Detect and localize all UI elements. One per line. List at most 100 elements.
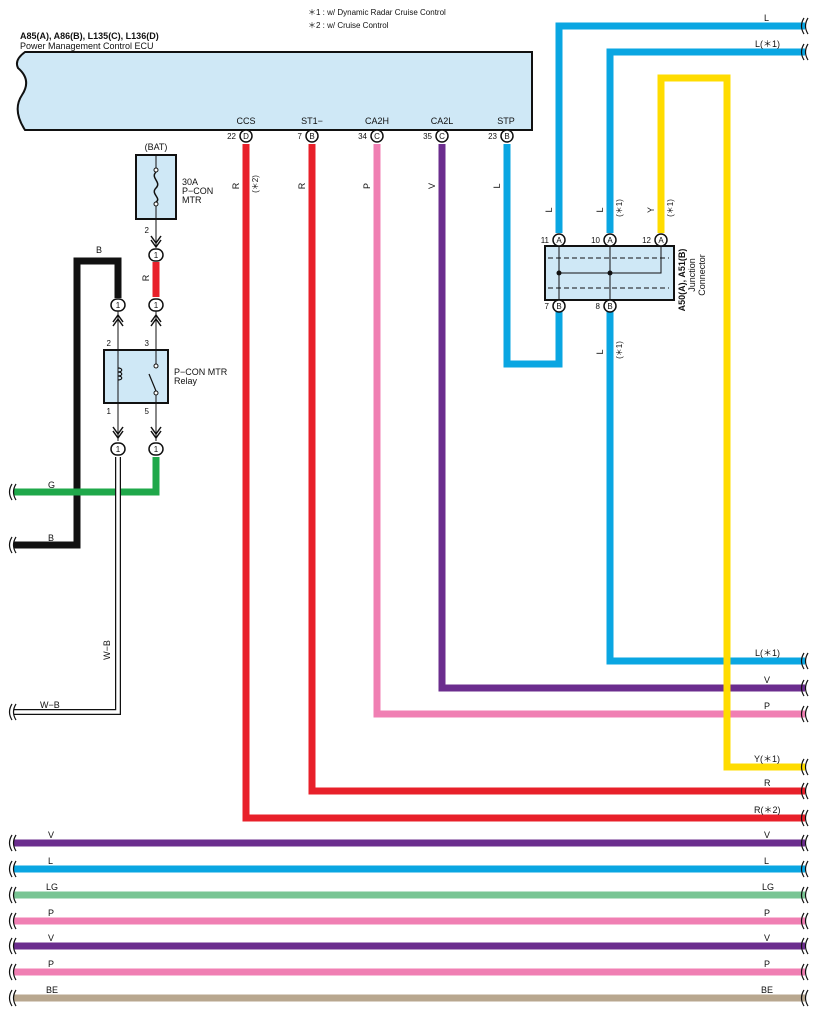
chevron-up-icon bbox=[150, 313, 162, 327]
wire-label-st1-color: R bbox=[297, 182, 307, 189]
bus-wire-group bbox=[14, 839, 805, 1002]
wire-label-green-left: G bbox=[48, 480, 55, 490]
ecu-pin-ca2l: 35 C bbox=[423, 129, 449, 143]
fuse-label-line1: 30A bbox=[182, 177, 198, 187]
inline-connector-relay-bottom-right: 1 bbox=[148, 442, 164, 456]
bus-label-left: BE bbox=[46, 985, 58, 995]
bus-label-left: LG bbox=[46, 882, 58, 892]
wire-ca2h-pink bbox=[373, 144, 805, 718]
junction-pin-8: 8 B bbox=[596, 299, 617, 313]
bus-label-left: V bbox=[48, 830, 54, 840]
wire-g-green bbox=[14, 457, 160, 496]
right-label-l1: L(＊1) bbox=[755, 648, 780, 658]
junction-pin-7: 7 B bbox=[545, 299, 566, 313]
wire-label-jc12-color: Y bbox=[646, 207, 656, 213]
wire-ccs-red bbox=[242, 144, 805, 822]
wire-label-jc8-color: L bbox=[595, 349, 605, 354]
bus-label-left: L bbox=[48, 856, 53, 866]
bus-label-right: BE bbox=[761, 985, 773, 995]
pin-number: 7 bbox=[545, 302, 550, 311]
bus-label-left: P bbox=[48, 959, 54, 969]
wire-b-black bbox=[14, 257, 122, 549]
wire-label-jc10-note: (＊1) bbox=[615, 199, 624, 217]
pin-number: 23 bbox=[488, 132, 497, 141]
pin-number: 12 bbox=[642, 236, 651, 245]
note-dynamic-radar: ＊1 : w/ Dynamic Radar Cruise Control bbox=[308, 8, 446, 17]
chevron-down-icon bbox=[112, 426, 124, 440]
wire-label-stp-color: L bbox=[492, 183, 502, 188]
bus-label-right: V bbox=[764, 830, 770, 840]
right-break-marks bbox=[800, 17, 809, 1007]
wire-l1-lower-blue bbox=[606, 312, 805, 665]
left-break-marks bbox=[8, 483, 17, 1007]
pin-connector-letter: A bbox=[556, 236, 562, 245]
ecu-pin-st1: 7 B bbox=[298, 129, 319, 143]
bus-label-right: V bbox=[764, 933, 770, 943]
wire-label-wb-vertical: W−B bbox=[102, 640, 112, 660]
svg-text:1: 1 bbox=[154, 445, 159, 454]
relay-label-line1: P−CON MTR bbox=[174, 367, 228, 377]
pin-connector-letter: B bbox=[309, 132, 314, 141]
fuse-icon bbox=[135, 154, 177, 220]
pin-number: 35 bbox=[423, 132, 432, 141]
relay-icon bbox=[103, 349, 169, 404]
pin-connector-letter: B bbox=[607, 302, 612, 311]
pin-connector-letter: A bbox=[658, 236, 664, 245]
note-cruise-control: ＊2 : w/ Cruise Control bbox=[308, 21, 389, 30]
wire-label-black-left: B bbox=[48, 533, 54, 543]
wire-label-ca2h-color: P bbox=[362, 183, 372, 189]
svg-text:1: 1 bbox=[154, 301, 159, 310]
wire-y1-yellow bbox=[657, 74, 805, 771]
fuse-source: (BAT) bbox=[145, 142, 168, 152]
junction-label-line1: Junction bbox=[687, 258, 697, 292]
fuse-pin-number: 2 bbox=[145, 226, 150, 235]
inline-connector-relay-bottom-left: 1 bbox=[110, 442, 126, 456]
relay-pin-3: 3 bbox=[145, 339, 150, 348]
right-label-l: L bbox=[764, 13, 769, 23]
ecu-pin-label-ccs: CCS bbox=[236, 116, 255, 126]
bus-label-right: P bbox=[764, 908, 770, 918]
wire-label-jc11-color: L bbox=[544, 207, 554, 212]
wire-label-jc8-note: (＊1) bbox=[615, 341, 624, 359]
ecu-pin-label-ca2l: CA2L bbox=[431, 116, 454, 126]
wire-label-ca2l-color: V bbox=[427, 183, 437, 189]
bus-label-left: P bbox=[48, 908, 54, 918]
wire-l1-top-blue bbox=[606, 48, 805, 233]
junction-connector bbox=[544, 245, 675, 301]
junction-code: A50(A), A51(B) bbox=[677, 249, 687, 312]
wire-label-jc10-color: L bbox=[595, 207, 605, 212]
wire-label-black: B bbox=[96, 245, 102, 255]
inline-connector-fuse-top: 1 bbox=[148, 248, 164, 262]
ecu-name: Power Management Control ECU bbox=[20, 41, 154, 51]
junction-pin-12: 12 A bbox=[642, 233, 668, 247]
chevron-down-icon bbox=[150, 235, 162, 249]
right-label-r: R bbox=[764, 778, 771, 788]
pin-number: 34 bbox=[358, 132, 367, 141]
right-label-p: P bbox=[764, 701, 770, 711]
wire-label-fuse-relay: R bbox=[141, 274, 151, 281]
relay-pin-1: 1 bbox=[107, 407, 112, 416]
ecu-code: A85(A), A86(B), L135(C), L136(D) bbox=[20, 31, 159, 41]
ecu-pin-ccs: 22 D bbox=[227, 129, 253, 143]
junction-label-line2: Connector bbox=[697, 254, 707, 296]
pin-number: 22 bbox=[227, 132, 236, 141]
wire-wb-inner bbox=[14, 457, 120, 714]
ecu-pin-label-st1: ST1− bbox=[301, 116, 323, 126]
svg-text:1: 1 bbox=[154, 251, 159, 260]
wire-label-jc12-note: (＊1) bbox=[666, 199, 675, 217]
relay-pin-2: 2 bbox=[107, 339, 112, 348]
chevron-down-icon bbox=[150, 426, 162, 440]
ecu-pin-label-ca2h: CA2H bbox=[365, 116, 389, 126]
svg-text:1: 1 bbox=[116, 445, 121, 454]
bus-label-left: V bbox=[48, 933, 54, 943]
inline-connector-relay-top-left: 1 bbox=[110, 298, 126, 312]
bus-label-right: P bbox=[764, 959, 770, 969]
relay-pin-5: 5 bbox=[145, 407, 150, 416]
relay-label-line2: Relay bbox=[174, 376, 198, 386]
bus-label-right: LG bbox=[762, 882, 774, 892]
wire-label-ccs-note: (＊2) bbox=[251, 175, 260, 193]
right-label-v: V bbox=[764, 675, 770, 685]
ecu-body bbox=[15, 51, 533, 131]
inline-connector-relay-top-right: 1 bbox=[148, 298, 164, 312]
